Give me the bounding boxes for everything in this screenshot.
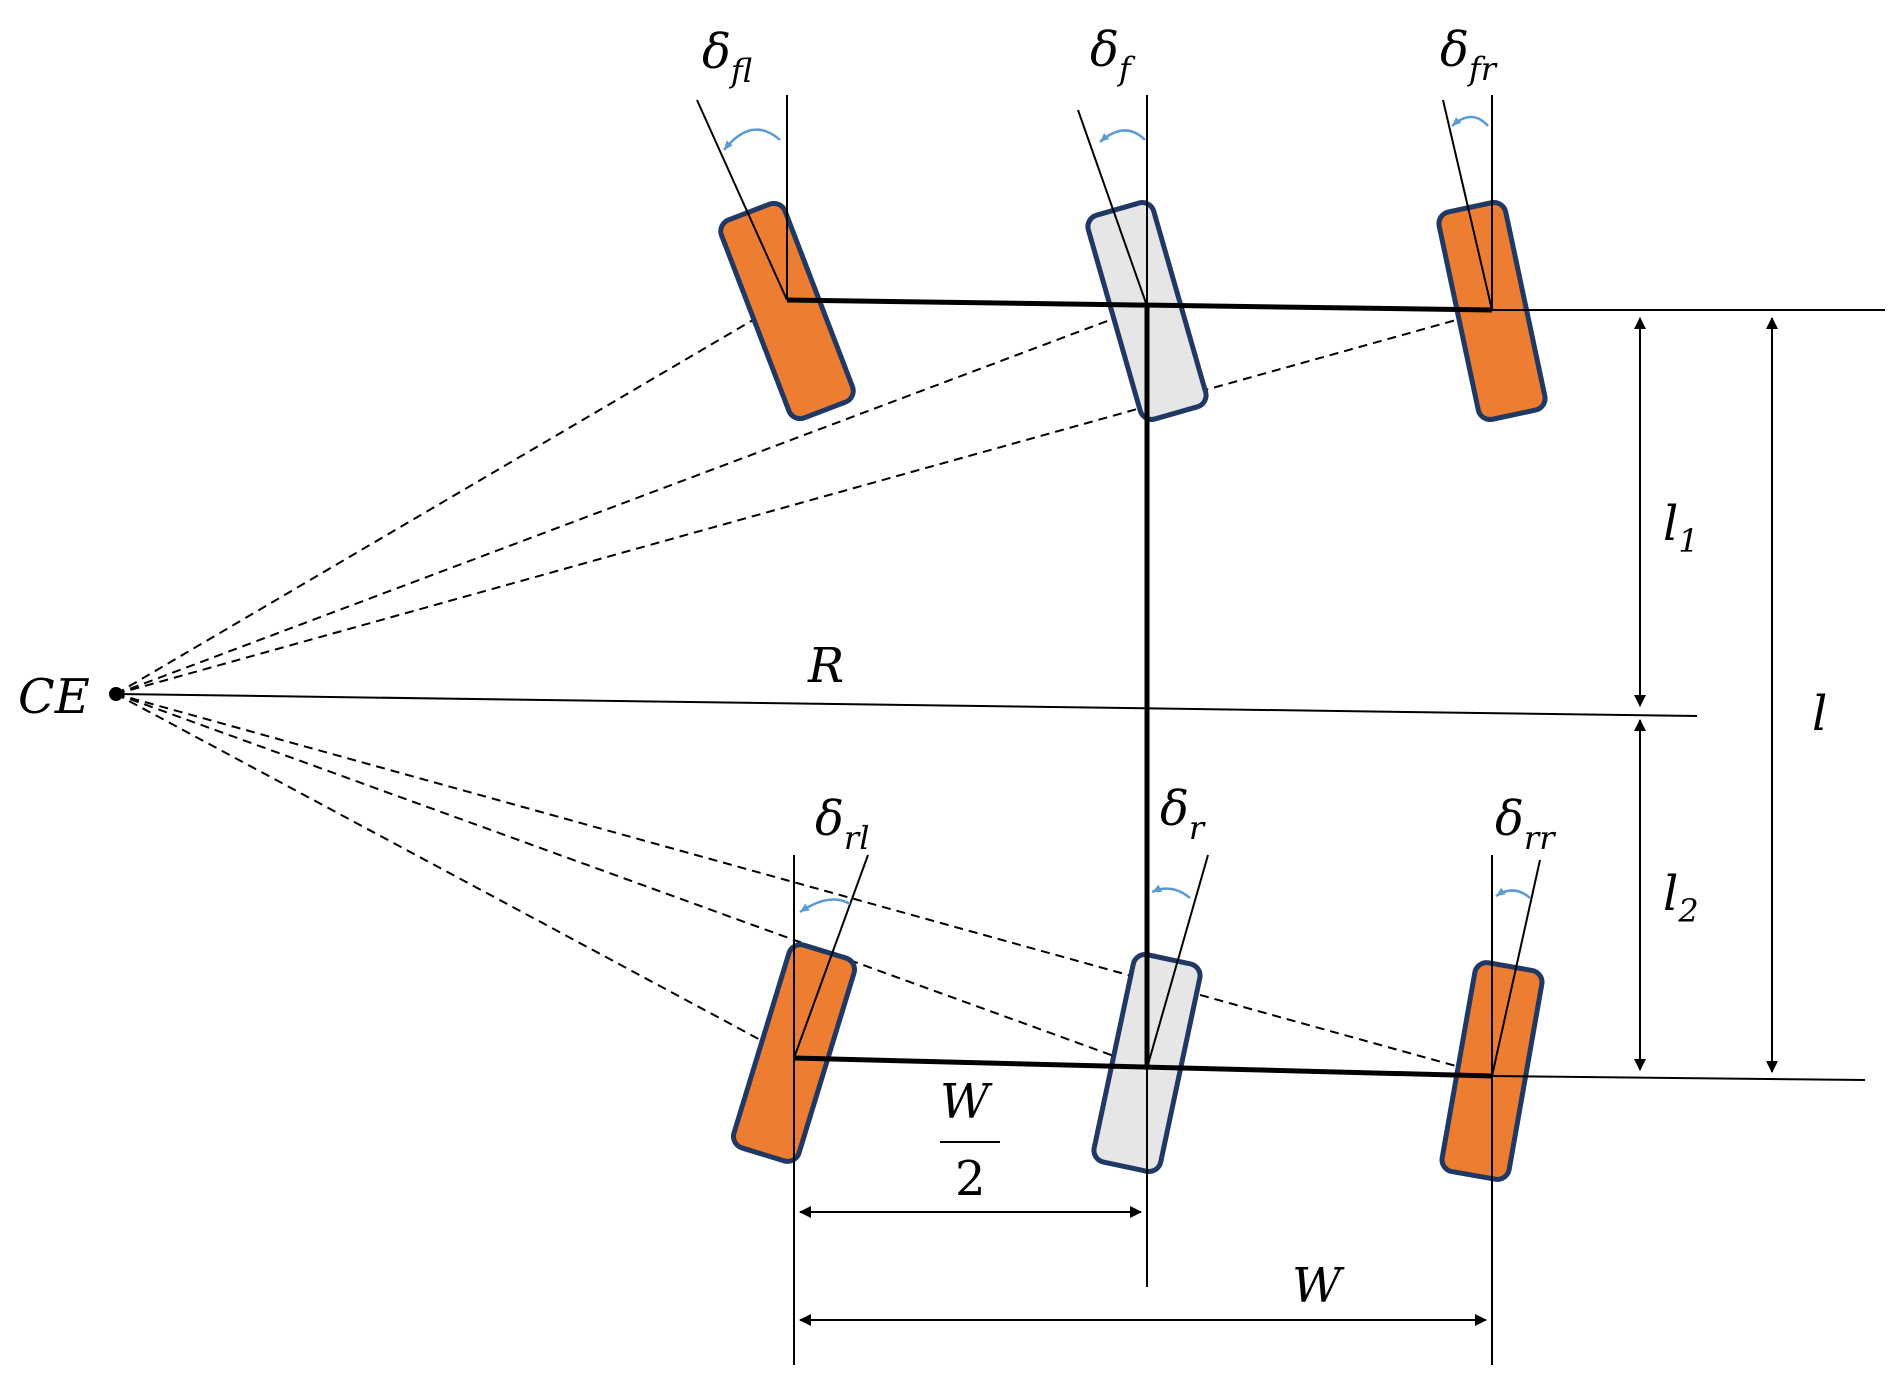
arc-front-left-icon [723,128,781,151]
steer-line-rear-virtual [1146,854,1209,1069]
label-w-half-denominator: 2 [955,1151,986,1207]
arc-front-virtual-icon [1099,129,1146,143]
arc-rear-right-icon [1495,887,1531,899]
ray-front-virtual [115,305,1148,695]
label-delta-f: δf [1090,22,1136,88]
ray-rear-right [115,693,1493,1077]
turn-radius-line [115,693,1698,717]
arc-front-right-icon [1451,115,1489,127]
label-l: l [1812,686,1827,742]
reference-lines [786,95,1885,1365]
chassis [786,297,1493,1079]
label-ce: CE [18,669,90,725]
label-l1: l1 [1663,496,1699,560]
turning-center-point [109,687,123,701]
label-w: W [1292,1258,1345,1314]
ray-rear-virtual [115,693,1148,1069]
label-w-half-numerator: W [940,1074,993,1130]
ray-rear-left [115,693,795,1059]
label-r: R [807,638,844,694]
front-axle [786,297,1493,313]
label-l2: l2 [1663,866,1699,930]
labels: CE R δfl δf δfr δrl δr δrr l1 l2 l W 2 W [18,22,1827,1314]
rear-axle-extension [1491,1075,1866,1081]
label-delta-r: δr [1160,781,1206,847]
steer-line-front-left [696,99,788,301]
steer-line-front-virtual [1077,109,1148,307]
ray-front-right [115,309,1493,695]
label-delta-rr: δrr [1495,791,1556,857]
dimension-arrows [799,317,1778,1326]
arc-rear-virtual-icon [1151,884,1191,899]
ray-front-left [115,299,788,695]
steer-line-rear-left [793,854,869,1059]
steer-angle-arcs [723,115,1531,914]
label-delta-rl: δrl [815,791,869,857]
label-delta-fr: δfr [1440,22,1498,88]
steer-lines [696,99,1541,1077]
rays-to-wheels [115,299,1493,1077]
steer-line-rear-right [1491,859,1541,1077]
rear-axle [793,1055,1493,1079]
label-delta-fl: δfl [702,24,752,90]
steer-line-front-right [1442,99,1493,311]
arc-rear-left-icon [799,898,851,914]
